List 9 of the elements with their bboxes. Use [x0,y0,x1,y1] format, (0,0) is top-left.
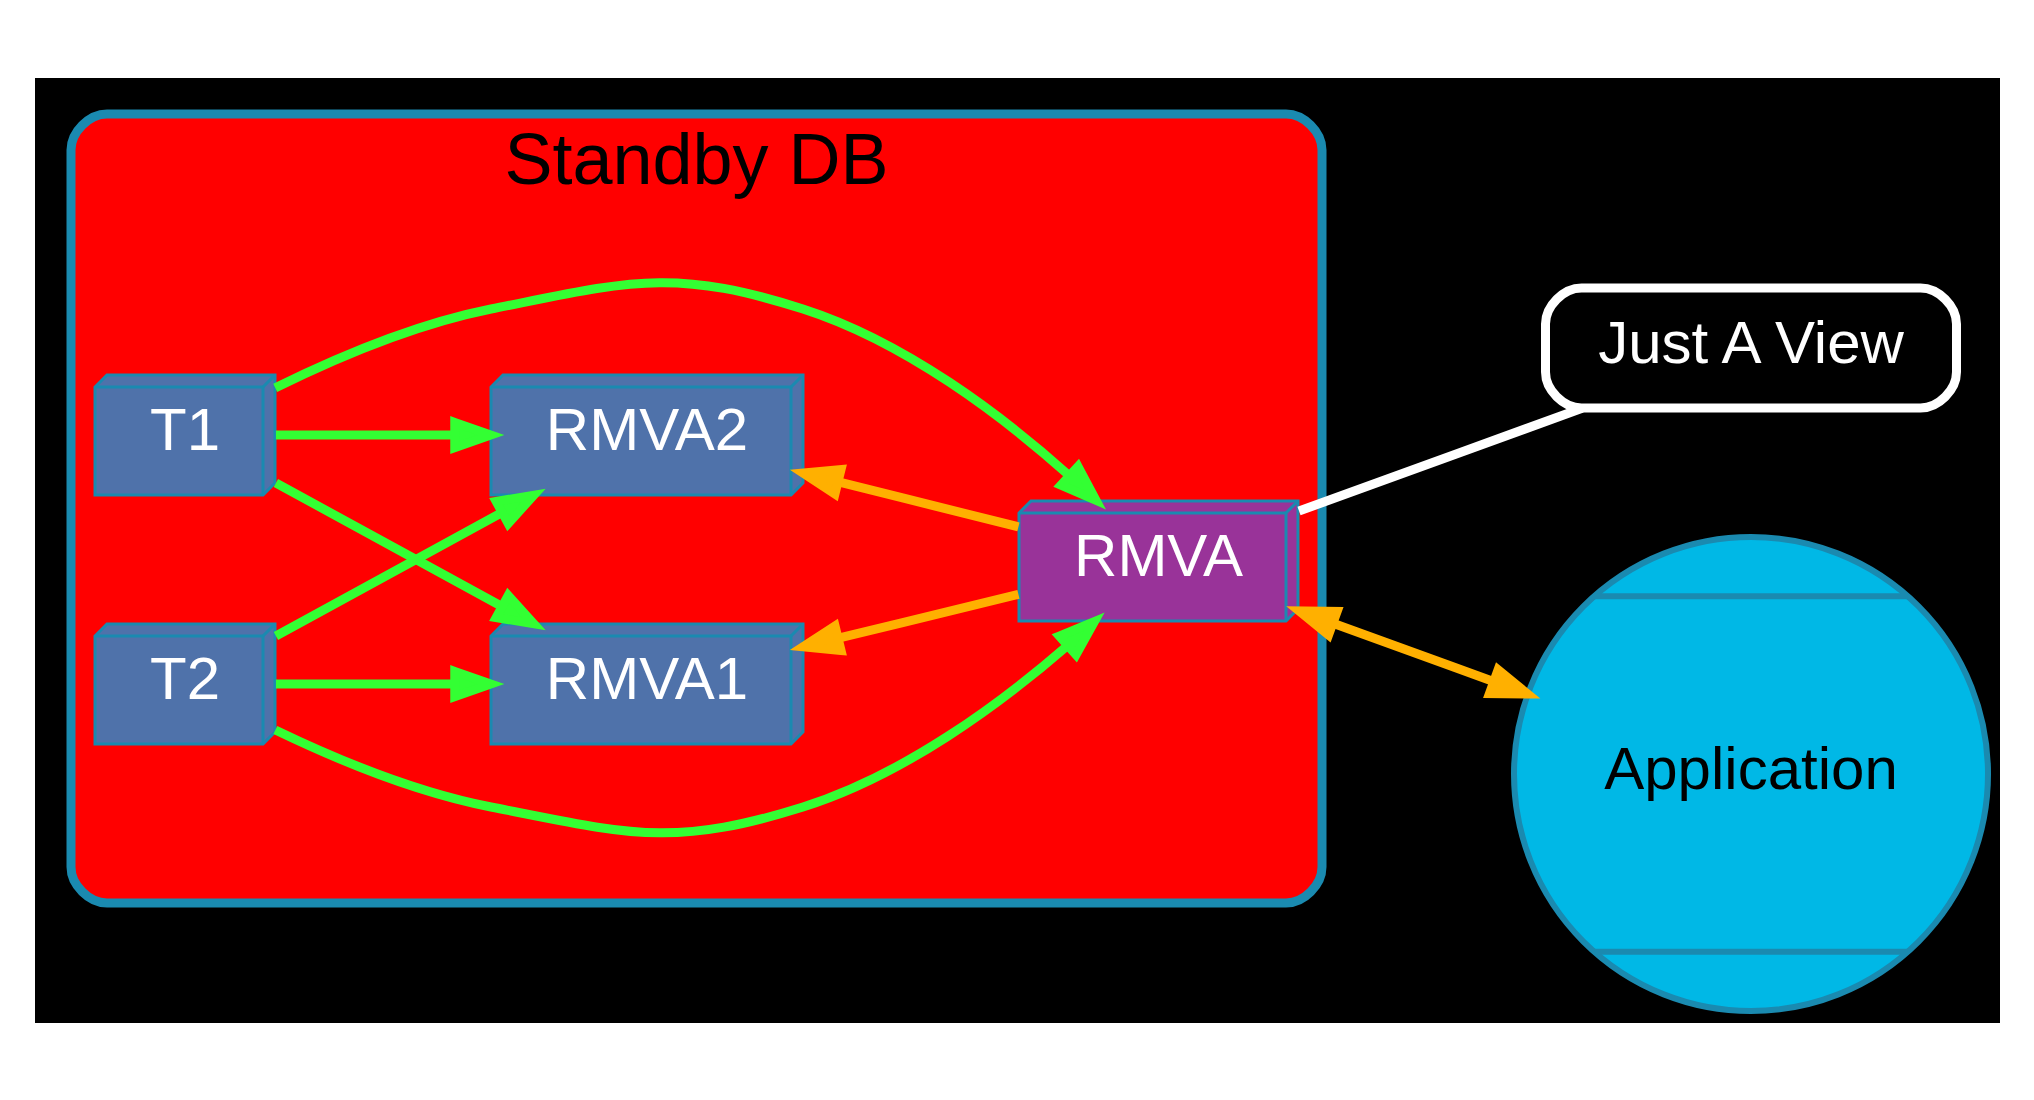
arrow [1285,605,1540,699]
node-box: Just A View [1540,283,1961,412]
arrow [272,277,1106,509]
arrow [789,589,1019,656]
arrow [789,464,1019,531]
arrow [275,415,504,454]
arrow [275,664,504,703]
node-circle: Application [1510,533,1991,1014]
arrow [272,611,1105,837]
